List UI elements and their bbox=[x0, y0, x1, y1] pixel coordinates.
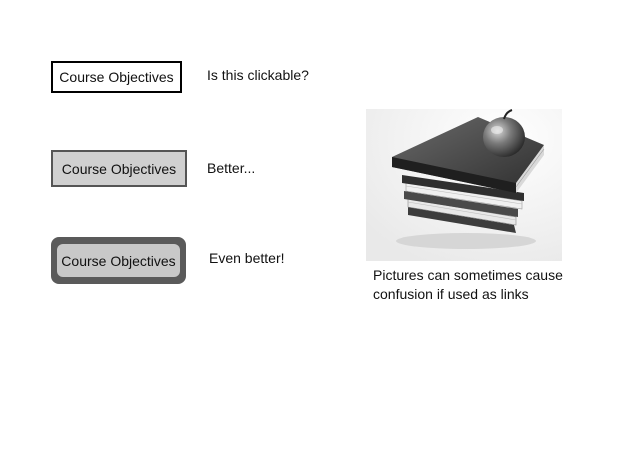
caption-better: Better... bbox=[207, 160, 256, 176]
caption-even-better: Even better! bbox=[209, 250, 285, 266]
button-face: Course Objectives bbox=[57, 244, 180, 277]
picture-caption: Pictures can sometimes cause confusion i… bbox=[373, 266, 583, 304]
picture-caption-line-1: Pictures can sometimes cause bbox=[373, 267, 563, 283]
course-objectives-button-plain[interactable]: Course Objectives bbox=[51, 61, 182, 93]
course-objectives-button-shaded[interactable]: Course Objectives bbox=[51, 150, 187, 187]
caption-is-this-clickable: Is this clickable? bbox=[207, 67, 309, 83]
picture-caption-line-2: confusion if used as links bbox=[373, 286, 529, 302]
books-apple-image[interactable] bbox=[366, 109, 562, 261]
button-label: Course Objectives bbox=[61, 252, 176, 269]
button-label: Course Objectives bbox=[59, 69, 174, 85]
course-objectives-button-rounded[interactable]: Course Objectives bbox=[51, 237, 186, 284]
button-label: Course Objectives bbox=[61, 160, 177, 177]
